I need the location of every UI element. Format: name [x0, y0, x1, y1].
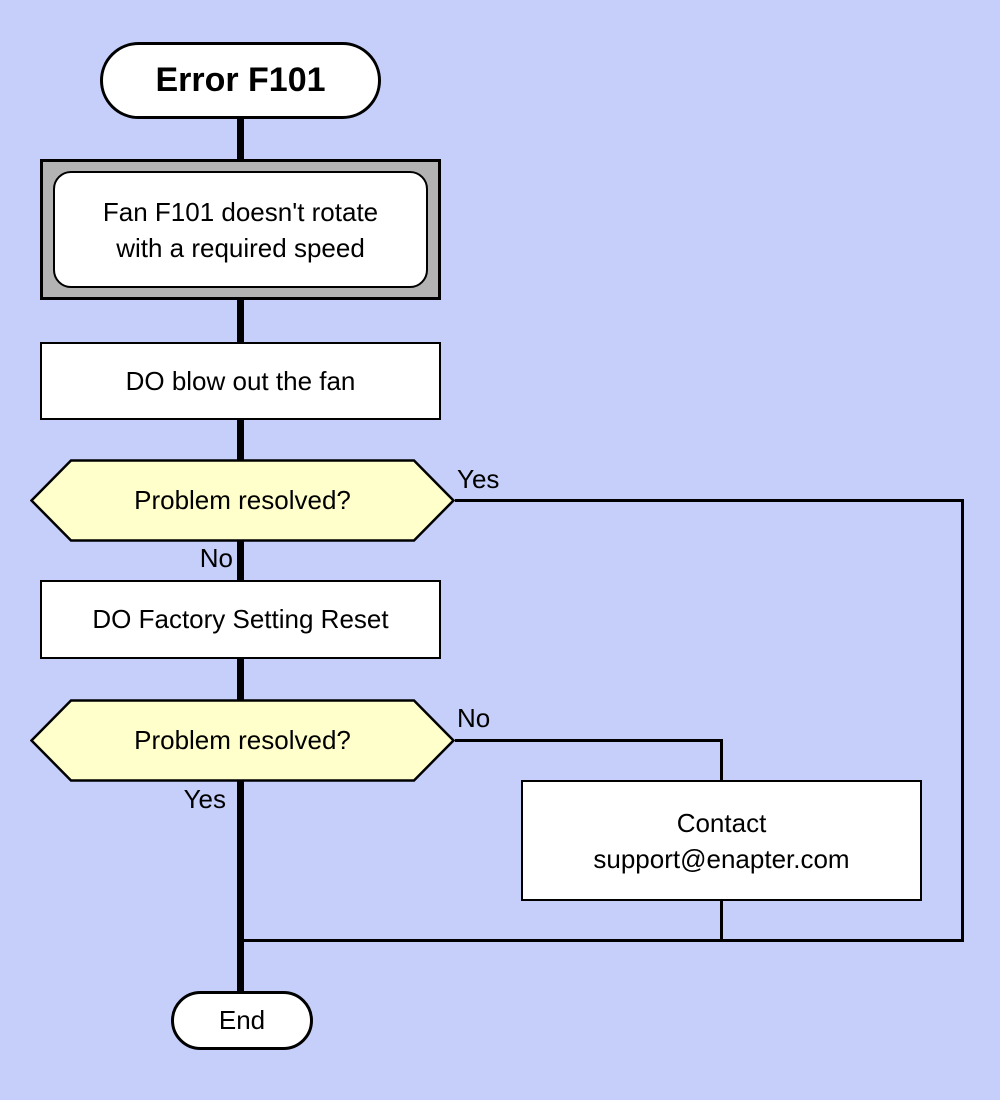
decision-1-yes-label: Yes [457, 464, 500, 494]
decision-1-problem-resolved: Problem resolved? [30, 459, 455, 542]
action-factory-reset: DO Factory Setting Reset [40, 580, 441, 659]
issue-line-1: Fan F101 doesn't rotate [102, 196, 379, 227]
connector-start-to-issue [237, 115, 244, 165]
connector-decision1-no [237, 538, 244, 585]
action-blow-out-fan: DO blow out the fan [40, 342, 441, 420]
issue-frame: Fan F101 doesn't rotate with a required … [40, 159, 441, 300]
connector-decision2-yes-to-end [237, 778, 244, 995]
connector-action2-to-decision2 [237, 655, 244, 705]
connector-issue-to-action1 [237, 295, 244, 347]
decision-2-label: Problem resolved? [134, 725, 351, 755]
contact-email: support@enapter.com [593, 843, 850, 874]
edge-decision1-yes-horizontal [455, 499, 964, 502]
hexagon-shape [30, 459, 455, 542]
end-node-label: End [218, 1005, 266, 1035]
issue-node: Fan F101 doesn't rotate with a required … [53, 171, 428, 288]
connector-action1-to-decision1 [237, 415, 244, 465]
contact-line-1: Contact [676, 807, 767, 838]
decision-2-no-label: No [457, 703, 491, 733]
decision-1-label: Problem resolved? [134, 485, 351, 515]
edge-contact-to-merge [720, 898, 723, 942]
edge-merge-horizontal [240, 939, 964, 942]
end-node: End [171, 991, 313, 1050]
edge-decision2-no-vertical [720, 739, 723, 783]
edge-decision1-yes-vertical [961, 499, 964, 941]
decision-2-yes-label: Yes [183, 784, 226, 814]
contact-support-node: Contact support@enapter.com [521, 780, 922, 901]
action-factory-reset-label: DO Factory Setting Reset [92, 604, 389, 634]
hexagon-shape [30, 699, 455, 782]
decision-2-problem-resolved: Problem resolved? [30, 699, 455, 782]
start-node-label: Error F101 [155, 61, 326, 99]
start-node: Error F101 [100, 42, 381, 119]
action-blow-out-fan-label: DO blow out the fan [125, 365, 356, 396]
decision-1-no-label: No [199, 543, 233, 573]
edge-decision2-no-horizontal [455, 739, 722, 742]
issue-line-2: with a required speed [116, 232, 365, 263]
